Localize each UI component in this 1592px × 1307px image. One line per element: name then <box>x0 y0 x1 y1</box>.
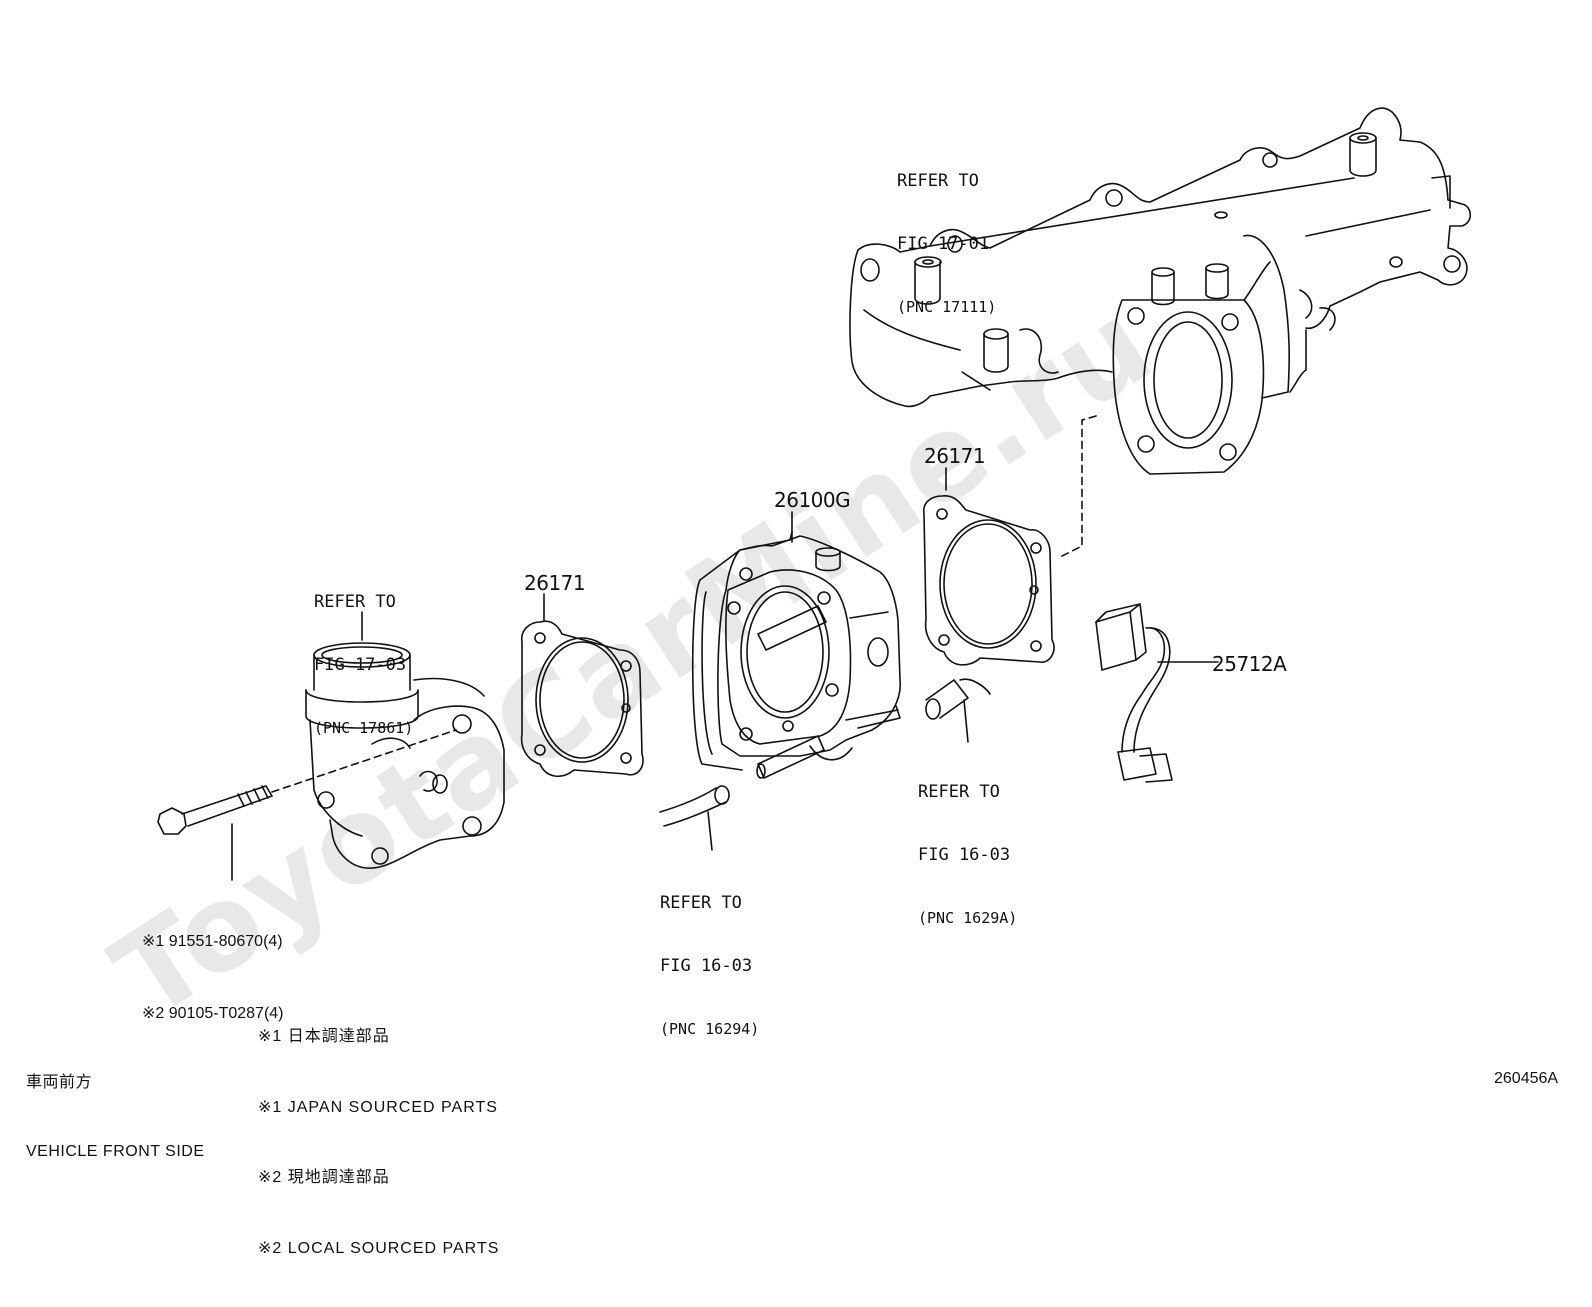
ref-hose-left-line-3: (PNC 16294) <box>660 1020 760 1038</box>
figure-id: 260456A <box>1494 1070 1559 1087</box>
bolt-part-list: ※1 91551-80670(4) ※2 90105-T0287(4) <box>142 882 284 1074</box>
exploded-view-drawing <box>157 107 1472 881</box>
ref-hose-right: REFER TO FIG 16-03 (PNC 1629A) <box>918 740 1017 971</box>
ref-air-inlet: REFER TO FIG 17-03 (PNC 17861) <box>314 550 413 781</box>
gasket-left <box>520 593 644 777</box>
ref-hose-left: REFER TO FIG 16-03 (PNC 16294) <box>660 851 759 1082</box>
hose-right <box>925 678 991 743</box>
ref-hose-left-line-1: REFER TO <box>660 893 742 913</box>
ref-inlet-line-2: FIG 17-03 <box>314 655 407 675</box>
ref-upper-manifold: REFER TO FIG 17-01 (PNC 17111) <box>897 129 996 360</box>
ref-hose-right-line-1: REFER TO <box>918 782 1000 802</box>
bolt <box>157 785 273 881</box>
throttle-body <box>691 511 901 779</box>
gasket-right <box>922 467 1055 666</box>
ref-inlet-line-3: (PNC 17861) <box>314 719 414 737</box>
part-number-gasket-right: 26171 <box>924 444 986 468</box>
part-number-wire-harness: 25712A <box>1212 652 1287 676</box>
ref-hose-left-line-2: FIG 16-03 <box>660 956 753 976</box>
note-local-jp: ※2 現地調達部品 <box>258 1169 390 1186</box>
ref-upper-line-3: (PNC 17111) <box>897 298 997 316</box>
air-inlet <box>305 611 505 869</box>
part-number-throttle-body: 26100G <box>774 488 851 512</box>
part-number-gasket-left: 26171 <box>524 571 586 595</box>
sourcing-notes: ※1 日本調達部品 ※1 JAPAN SOURCED PARTS ※2 現地調達… <box>258 978 499 1307</box>
wire-harness <box>1095 603 1219 783</box>
note-japan-en: ※1 JAPAN SOURCED PARTS <box>258 1098 498 1116</box>
parts-diagram: ToyotaCarMine.ru <box>26 107 1559 1257</box>
bolt-part-japan: ※1 91551-80670(4) <box>142 933 283 950</box>
vehicle-front-en: VEHICLE FRONT SIDE <box>26 1143 205 1160</box>
ref-upper-line-2: FIG 17-01 <box>897 234 990 254</box>
note-local-en: ※2 LOCAL SOURCED PARTS <box>258 1239 500 1257</box>
bolt-part-local: ※2 90105-T0287(4) <box>142 1005 284 1022</box>
ref-hose-right-line-3: (PNC 1629A) <box>918 909 1018 927</box>
ref-upper-line-1: REFER TO <box>897 171 979 191</box>
note-japan-jp: ※1 日本調達部品 <box>258 1028 390 1045</box>
ref-inlet-line-1: REFER TO <box>314 592 396 612</box>
vehicle-front-label: 車両前方 VEHICLE FRONT SIDE <box>26 1025 205 1209</box>
hose-left <box>659 785 730 851</box>
intake-manifold <box>849 107 1472 475</box>
ref-hose-right-line-2: FIG 16-03 <box>918 845 1011 865</box>
vehicle-front-jp: 車両前方 <box>26 1074 93 1091</box>
